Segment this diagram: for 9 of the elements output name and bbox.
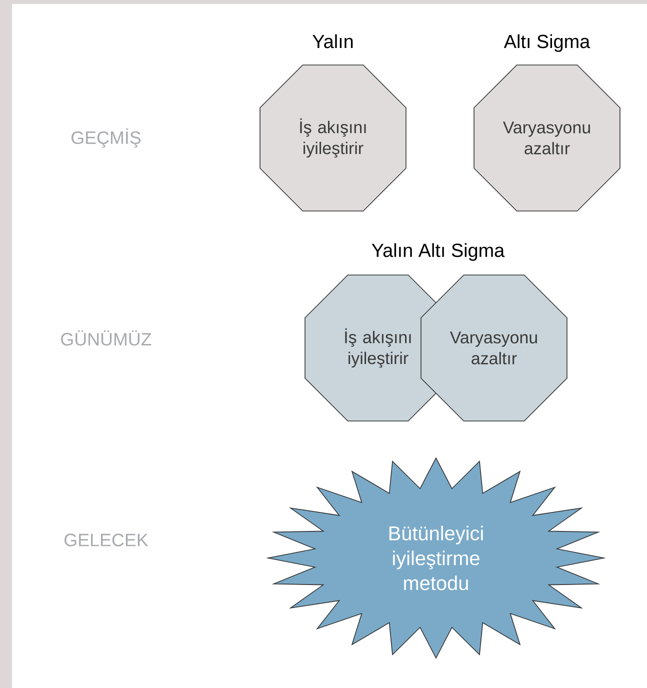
row-label: GEÇMİŞ [72,128,141,148]
row-label: GÜNÜMÜZ [61,330,152,346]
octagon-heading: Altı Sigma [504,34,590,52]
octagon: İş akışını iyileştirir [260,64,406,212]
row-label: GELECEK [64,534,148,546]
group-heading: Yalın Altı Sigma [372,243,505,261]
octagon-heading: Yalın [312,34,353,48]
octagon: Varyasyonu azaltır [474,64,620,212]
octagon: Varyasyonu azaltır [420,274,568,422]
